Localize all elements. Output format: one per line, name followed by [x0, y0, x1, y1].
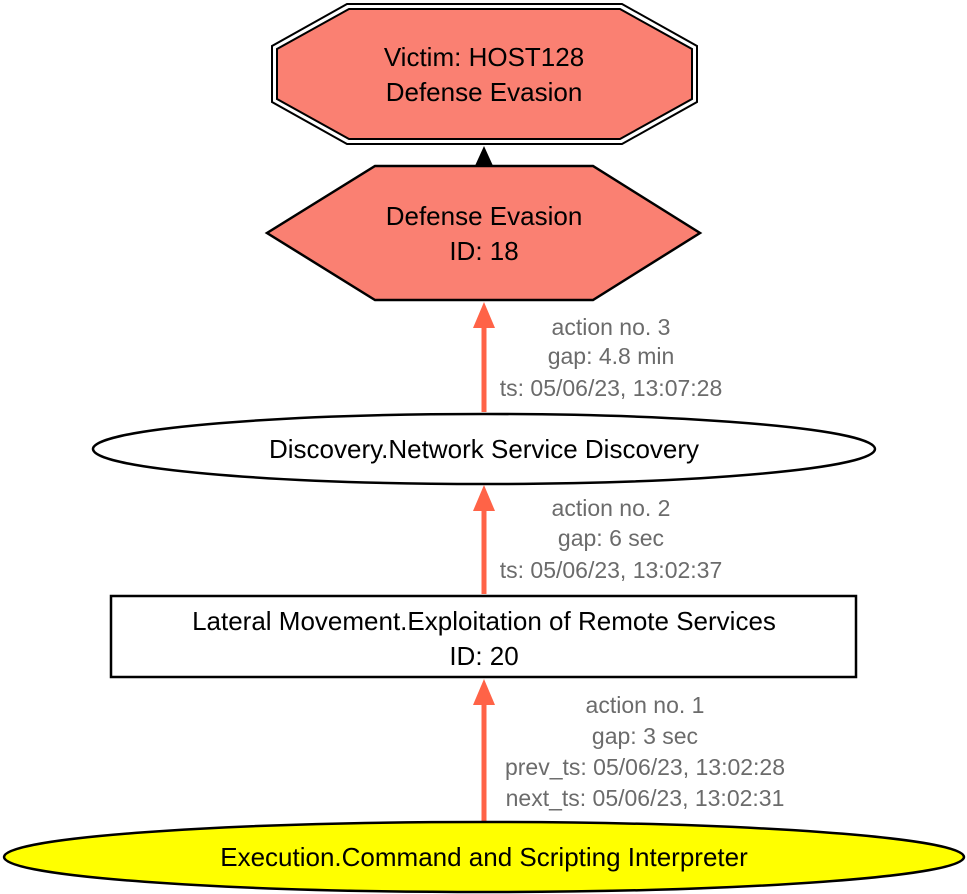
edge-label-prev-timestamp: prev_ts: 05/06/23, 13:02:28: [505, 754, 785, 780]
edge-label-timestamp: ts: 05/06/23, 13:07:28: [500, 375, 723, 401]
edge-label-gap: gap: 3 sec: [592, 723, 698, 749]
defense-evasion-node-shape: [264, 164, 703, 302]
discovery-node: Discovery.Network Service Discovery: [91, 412, 877, 486]
victim-node: Victim: HOST128 Defense Evasion: [271, 3, 698, 145]
edge-label-timestamp: ts: 05/06/23, 13:02:37: [500, 557, 723, 583]
edge-arrowhead: [474, 146, 494, 168]
edge-label-action-number: action no. 3: [552, 314, 671, 340]
execution-node: Execution.Command and Scripting Interpre…: [2, 820, 966, 894]
edge-label-action-number: action no. 1: [586, 692, 705, 718]
lateral-movement-node-id: ID: 20: [449, 641, 518, 671]
edge-arrowhead: [473, 302, 495, 328]
defense-evasion-node: Defense Evasion ID: 18: [264, 164, 703, 302]
edge-label-gap: gap: 4.8 min: [548, 343, 675, 369]
edge-defense-evasion-to-victim: [474, 146, 494, 168]
edge-action-2: action no. 2 gap: 6 sec ts: 05/06/23, 13…: [473, 485, 722, 594]
lateral-movement-node-shape: [109, 594, 858, 679]
execution-node-shape: [2, 820, 966, 894]
edge-label-next-timestamp: next_ts: 05/06/23, 13:02:31: [506, 785, 785, 811]
edge-label-gap: gap: 6 sec: [558, 525, 664, 551]
discovery-node-label: Discovery.Network Service Discovery: [269, 434, 699, 464]
victim-node-shape: [276, 8, 693, 140]
discovery-node-shape: [91, 412, 877, 486]
victim-node-tactic-label: Defense Evasion: [386, 77, 583, 107]
lateral-movement-node: Lateral Movement.Exploitation of Remote …: [109, 594, 858, 679]
lateral-movement-node-title: Lateral Movement.Exploitation of Remote …: [192, 606, 776, 636]
edge-action-1: action no. 1 gap: 3 sec prev_ts: 05/06/2…: [473, 679, 785, 822]
defense-evasion-node-title: Defense Evasion: [386, 201, 583, 231]
edge-arrowhead: [473, 485, 495, 511]
defense-evasion-node-id: ID: 18: [449, 236, 518, 266]
edge-action-3: action no. 3 gap: 4.8 min ts: 05/06/23, …: [473, 302, 722, 412]
edge-label-action-number: action no. 2: [552, 495, 671, 521]
victim-node-outer-border: [271, 3, 698, 145]
execution-node-label: Execution.Command and Scripting Interpre…: [220, 842, 748, 872]
victim-node-host-label: Victim: HOST128: [384, 42, 584, 72]
edge-arrowhead: [473, 679, 495, 705]
